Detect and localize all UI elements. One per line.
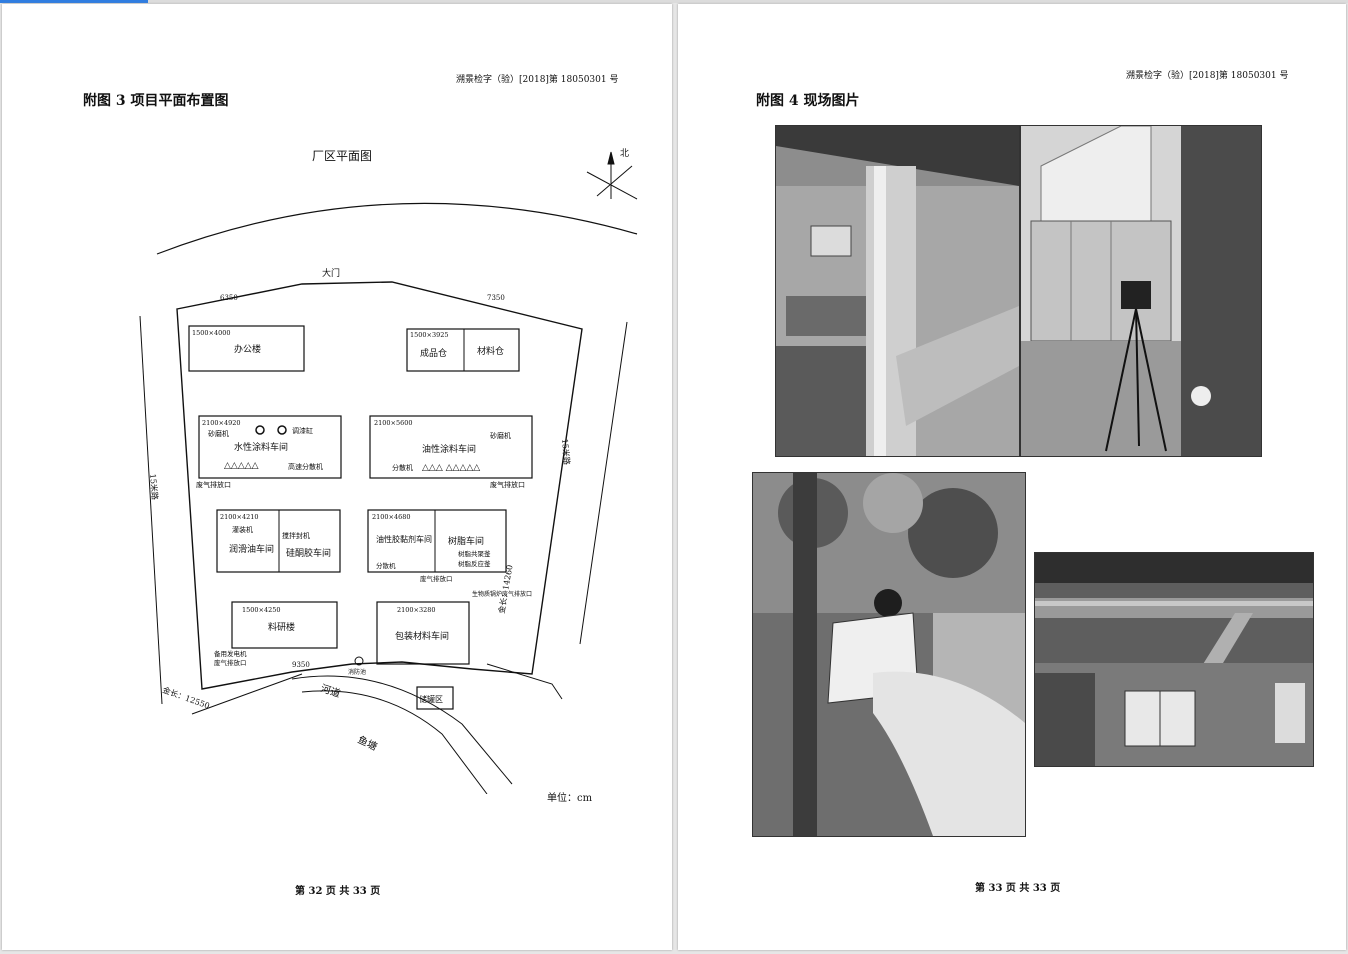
water-paint-size: 2100×4920 (202, 419, 241, 427)
material-bldg-name: 料研楼 (268, 621, 295, 633)
water-paint-exhaust: 废气排放口 (196, 480, 231, 489)
gate-label: 大门 (322, 267, 340, 279)
site-photo-exhaust-duct (775, 125, 1020, 457)
site-plan-drawing: 北 大门 6350 7350 9350 金长：12550 金长：14260 15… (139, 148, 638, 794)
water-paint-m2: 调漆缸 (292, 426, 313, 435)
site-photo-gate-tripod (1020, 125, 1262, 457)
finished-goods-size: 1500×3925 (410, 331, 449, 339)
bio-furnace-label: 生物质锅炉废气排放口 (472, 590, 532, 598)
north-label: 北 (620, 148, 629, 159)
water-paint-m3: 高速分散机 (288, 462, 323, 471)
finished-goods-name: 成品仓 (420, 347, 447, 359)
generator-label: 备用发电机 (214, 649, 247, 658)
page-footer: 第 33 页 共 33 页 (975, 883, 1061, 894)
oil-paint-size: 2100×5600 (374, 419, 413, 427)
lubricant-m1: 灌装机 (232, 525, 253, 534)
viewer-progress-fill (0, 0, 149, 3)
oil-adhesive-m1: 分散机 (376, 561, 396, 570)
page-footer: 第 32 页 共 33 页 (295, 886, 381, 897)
oil-paint-exhaust: 废气排放口 (490, 480, 525, 489)
resin-m2: 树脂共聚釜 (458, 549, 491, 558)
resin-m1: 树脂反应釜 (458, 559, 491, 568)
silicone-name: 硅酮胶车间 (286, 547, 331, 559)
plan-title: 厂区平面图 (312, 149, 373, 163)
packaging-size: 2100×3280 (397, 606, 436, 614)
page-32: 溯景检字（验）[2018]第 18050301 号 附图 3 项目平面布置图 厂… (2, 4, 672, 950)
river-label: 河道 (319, 681, 342, 700)
doc-number: 溯景检字（验）[2018]第 18050301 号 (1126, 71, 1289, 81)
dim-7350: 7350 (487, 294, 505, 302)
lubricant-size: 2100×4210 (220, 513, 259, 521)
page-33: 溯景检字（验）[2018]第 18050301 号 附图 4 现场图片 (678, 4, 1346, 950)
water-paint-m1: 砂磨机 (208, 429, 229, 438)
storage-tank-name: 储罐区 (419, 694, 443, 704)
site-photo-sound-meter (752, 472, 1026, 837)
site-photo-indoor-ducts (1034, 552, 1314, 767)
resin-exhaust: 废气排放口 (420, 574, 453, 583)
oil-paint-m1: 砂磨机 (490, 431, 511, 440)
oil-paint-name: 油性涂料车间 (422, 443, 476, 455)
svg-text:△△△ △△△△△: △△△ △△△△△ (422, 463, 480, 473)
material-store-name: 材料仓 (477, 345, 504, 357)
road-left-label: 15米路 (148, 473, 160, 500)
office-name: 办公楼 (234, 343, 261, 355)
oil-adhesive-name: 油性胶黏剂车间 (376, 534, 432, 544)
dim-6350: 6350 (220, 294, 238, 302)
doc-number: 溯景检字（验）[2018]第 18050301 号 (456, 75, 619, 85)
office-size: 1500×4000 (192, 329, 231, 337)
figure-title: 附图 3 项目平面布置图 (83, 93, 229, 109)
silicone-m1: 搅拌封机 (282, 531, 310, 540)
material-bldg-size: 1500×4250 (242, 606, 281, 614)
oil-paint-m2: 分散机 (392, 463, 413, 472)
generator-exhaust-label: 废气排放口 (214, 658, 247, 667)
water-paint-name: 水性涂料车间 (234, 441, 288, 453)
fishpond-label: 鱼塘 (356, 733, 380, 753)
fire-pool-label: 消防池 (348, 668, 366, 676)
north-arrow-icon (586, 151, 638, 200)
resin-name: 树脂车间 (448, 535, 484, 547)
lubricant-name: 润滑油车间 (229, 543, 274, 555)
road-right-label: 15米路 (560, 438, 572, 465)
packaging-name: 包装材料车间 (395, 630, 449, 642)
oil-adhesive-size: 2100×4680 (372, 513, 411, 521)
unit-label: 单位：cm (547, 793, 593, 804)
viewer-progress-bar (0, 0, 1348, 3)
dim-9350: 9350 (292, 661, 310, 669)
svg-text:△△△△△: △△△△△ (224, 461, 259, 471)
figure-title: 附图 4 现场图片 (756, 93, 860, 109)
